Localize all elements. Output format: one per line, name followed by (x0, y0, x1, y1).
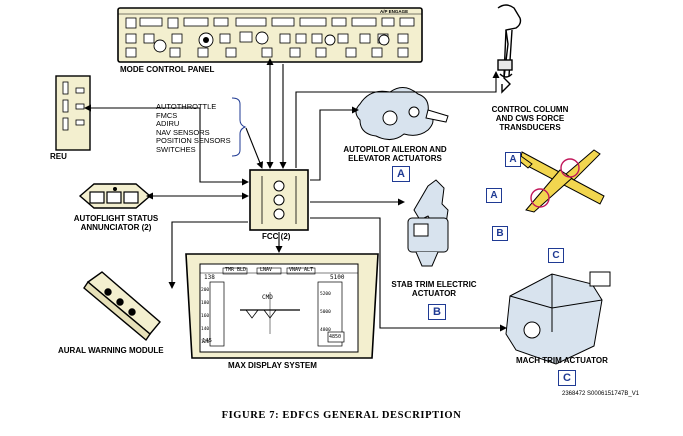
aural-warning-module (83, 271, 161, 342)
autopilot-actuator-drawing (355, 87, 449, 140)
speed-bottom: 145 (202, 338, 212, 344)
stab-trim-actuator-drawing (407, 179, 449, 267)
mode-control-panel: A/P ENGAGE (117, 7, 423, 63)
mach-trim-label: MACH TRIM ACTUATOR (516, 356, 608, 365)
autoflight-annunciator-label: AUTOFLIGHT STATUS ANNUNCIATOR (2) (73, 214, 159, 232)
mode-control-panel-label: MODE CONTROL PANEL (120, 65, 215, 74)
mach-trim-actuator-drawing (505, 271, 611, 365)
letter-box-aircraft-b: B (492, 226, 508, 241)
speed-top: 138 (204, 274, 215, 281)
fma-1: TMR BLD (225, 267, 247, 273)
control-column-label: CONTROL COLUMN AND CWS FORCE TRANSDUCERS (491, 105, 569, 132)
max-display-label: MAX DISPLAY SYSTEM (228, 361, 317, 370)
letter-box-autopilot: A (392, 166, 410, 182)
ap-engage-label: A/P ENGAGE (380, 9, 408, 14)
fcc-unit (249, 169, 309, 231)
max-display-system (185, 253, 379, 359)
inputs-brace (231, 97, 247, 157)
figure-caption: FIGURE 7: EDFCS GENERAL DESCRIPTION (221, 410, 462, 421)
altitude-tape-ticks: 5200 5000 4800 (320, 292, 331, 333)
autopilot-actuators-label: AUTOPILOT AILERON AND ELEVATOR ACTUATORS (343, 145, 447, 163)
connections (84, 58, 507, 332)
aircraft-drawing (515, 149, 605, 213)
cmd-annunciation: CMD (262, 294, 273, 301)
fma-2: LNAV (260, 267, 273, 273)
reu-label: REU (50, 152, 67, 161)
letter-box-aircraft-c: C (548, 248, 564, 263)
reu-unit (55, 75, 91, 151)
stab-trim-label: STAB TRIM ELECTRIC ACTUATOR (391, 280, 477, 298)
letter-box-mach-trim: C (558, 370, 576, 386)
fma-3: VNAV ALT (289, 267, 314, 273)
autoflight-annunciator (78, 183, 152, 209)
speed-tape-ticks: 200 180 160 140 120 (201, 288, 210, 345)
figure-id: 2368472 S0006151747B_V1 (562, 391, 640, 397)
control-column-drawing (497, 4, 522, 94)
fcc-label: FCC (2) (262, 232, 291, 241)
letter-box-stab-trim: B (428, 304, 446, 320)
letter-box-aircraft-a-top: A (505, 152, 521, 167)
inputs-list: AUTOTHROTTLE FMCS ADIRU NAV SENSORS POSI… (156, 102, 231, 154)
aural-warning-label: AURAL WARNING MODULE (58, 346, 164, 355)
altitude-top: 5100 (330, 274, 345, 281)
letter-box-aircraft-a-left: A (486, 188, 502, 203)
altitude-bottom: 4850 (329, 334, 342, 340)
